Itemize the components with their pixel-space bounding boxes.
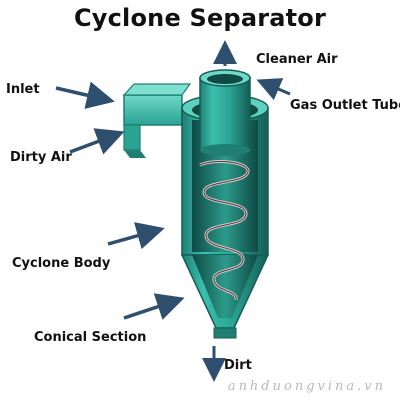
label-dirt: Dirt	[224, 358, 252, 373]
watermark: anhduongvina.vn	[227, 379, 386, 394]
label-conical-section: Conical Section	[34, 330, 147, 345]
inlet-duct	[122, 83, 192, 158]
arrow-gas-outlet	[256, 78, 291, 101]
label-dirty-air: Dirty Air	[10, 150, 72, 165]
label-cyclone-body: Cyclone Body	[12, 256, 111, 271]
label-inlet: Inlet	[6, 82, 40, 97]
conical-section	[180, 254, 270, 339]
arrow-dirty-air	[69, 128, 125, 155]
vortex-spiral-shadow	[199, 161, 249, 301]
label-gas-outlet-tube: Gas Outlet Tube	[290, 98, 400, 113]
diagram-title: Cyclone Separator	[73, 4, 327, 32]
arrow-conical-section	[123, 293, 185, 320]
arrow-inlet	[55, 81, 115, 109]
arrow-cyclone-body	[107, 222, 165, 250]
label-cleaner-air: Cleaner Air	[256, 52, 338, 67]
gas-outlet-tube	[199, 69, 251, 156]
